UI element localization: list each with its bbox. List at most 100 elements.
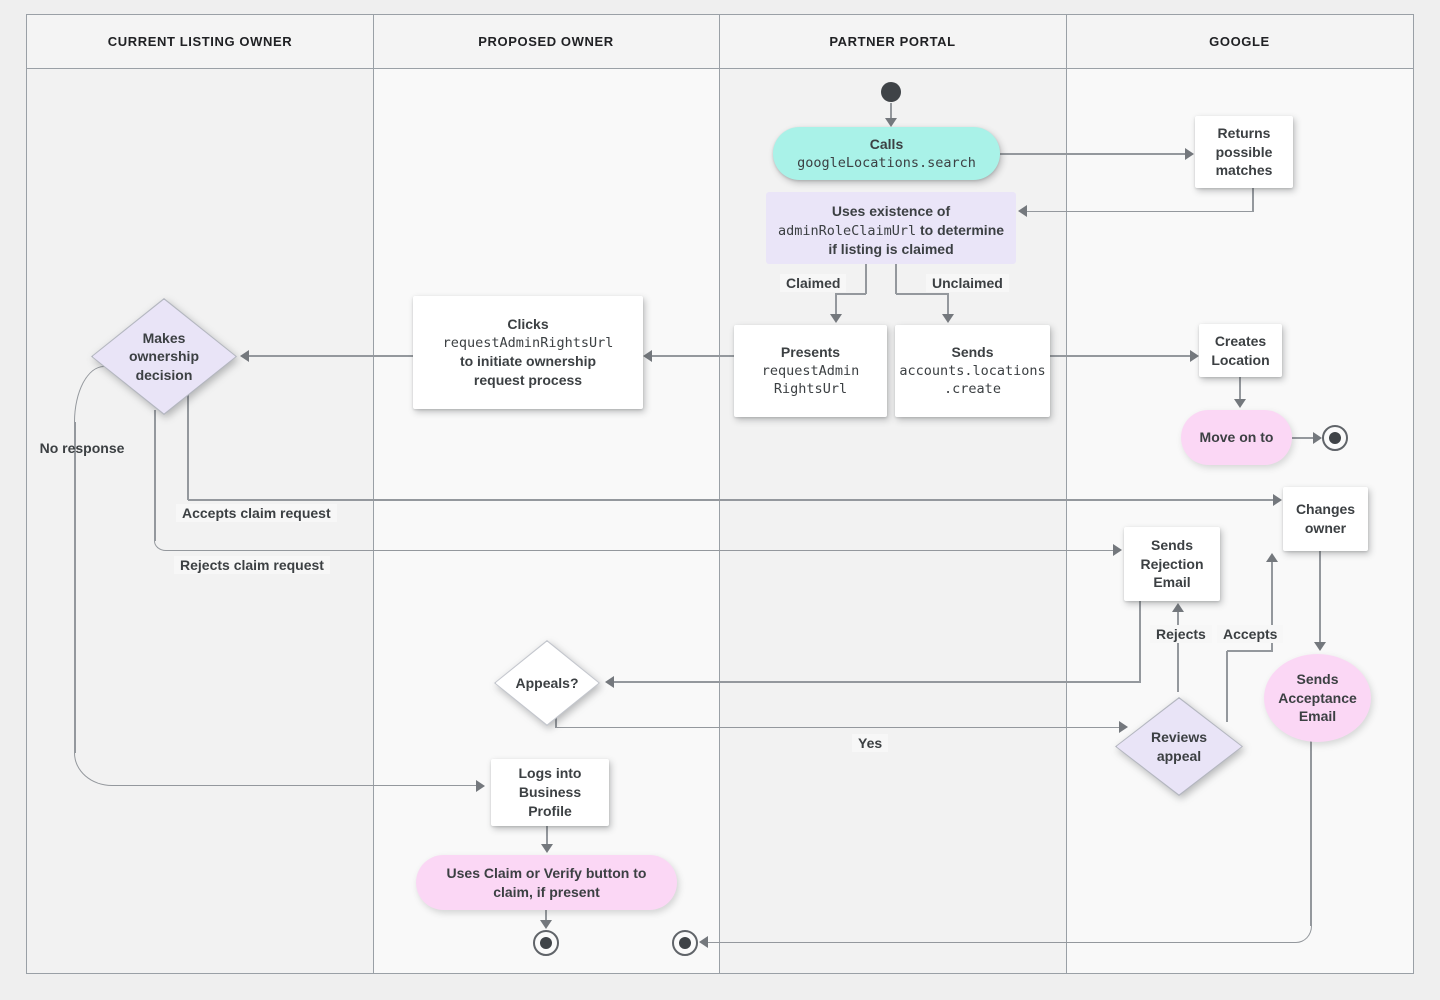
node-label: Uses Claim or Verify button to claim, if… [446,864,647,900]
lane-separator [719,15,720,973]
arrowhead [605,676,614,688]
edge-branch-right-v [895,264,897,294]
node-returns-possible-matches: Returns possible matches [1195,116,1293,188]
arrowhead [1119,721,1128,733]
edge-logs-to-claim [546,826,548,845]
code-requestadminrightsurl: requestAdmin [761,363,860,380]
code-accounts-locations-create: accounts.locations [899,363,1046,380]
node-label: Move on to [1199,429,1274,446]
label-no-response: No response [39,440,125,456]
lane-title: CURRENT LISTING OWNER [107,34,293,49]
lane-header-proposed-owner: PROPOSED OWNER [373,15,719,69]
end-node [1322,425,1348,451]
label-rejects-claim-request: Rejects claim request [174,556,330,574]
edge-returns-to-uses [1027,210,1254,213]
lane-title: PARTNER PORTAL [829,34,956,49]
code-requestadminrightsurl: RightsUrl [773,381,848,398]
edge-appeal-accepts-v2 [1271,561,1273,651]
start-node [881,82,901,102]
label-accepts-claim-request: Accepts claim request [176,504,337,522]
node-clicks-requestadminrightsurl: Clicks requestAdminRightsUrl to initiate… [413,296,643,409]
edge-appeal-accepts-v1 [1226,651,1228,722]
edge-branch-left-v [865,264,867,294]
node-logs-into-business-profile: Logs into Business Profile [491,759,609,826]
node-uses-claim-or-verify: Uses Claim or Verify button to claim, if… [416,855,677,910]
lane-title: PROPOSED OWNER [478,34,614,49]
edge-noresponse-v [74,422,76,753]
node-label: Reviews appeal [1150,729,1208,764]
edge-rejects-corner [154,540,171,551]
edge-acceptance-v [1310,741,1312,926]
lane-header-current-listing-owner: CURRENT LISTING OWNER [27,15,373,69]
node-creates-location: Creates Location [1199,324,1282,377]
node-makes-ownership-decision: Makes ownership decision [91,298,237,415]
lane-header-google: GOOGLE [1066,15,1413,69]
arrowhead [942,314,954,323]
node-changes-owner: Changes owner [1283,487,1368,551]
label-yes: Yes [852,734,889,752]
node-sends-accounts-locations-create: Sends accounts.locations .create [895,325,1050,417]
edge-create-to-location [1050,355,1191,357]
node-label: Changes owner [1295,501,1356,536]
arrowhead [240,350,249,362]
edge-rejects-v [154,410,156,541]
edge-owner-to-acceptance [1319,551,1321,642]
node-label: Returns possible matches [1215,124,1273,179]
edge-start-to-calls [890,103,892,119]
edge-location-to-moveon [1239,377,1241,400]
end-node [672,930,698,956]
edge-claim-to-end [545,910,547,922]
node-label: Sends Rejection Email [1140,536,1204,591]
edge-branch-right-h [896,293,948,295]
node-reviews-appeal: Reviews appeal [1115,697,1243,796]
node-text: Uses existence of [831,203,951,219]
edge-unclaimed-v [947,293,949,315]
lane-separator [373,15,374,973]
arrowhead [1190,350,1199,362]
edge-accepts-h [188,499,1274,501]
end-node-dot [679,937,691,949]
edge-appeal-accepts-h [1227,650,1273,652]
node-text: to initiate ownership request process [459,353,597,389]
node-calls-googlelocations-search: Calls googleLocations.search [773,127,1000,180]
arrowhead [1314,642,1326,651]
end-node-dot [540,937,552,949]
edge-presents-to-clicks [652,355,734,357]
arrowhead [1313,432,1322,444]
arrowhead [1018,205,1027,217]
arrowhead [1185,148,1194,160]
node-move-on-to: Move on to [1181,410,1292,465]
lane-title: GOOGLE [1209,34,1270,49]
arrowhead [1266,553,1278,562]
edge-rejects-h [168,549,1114,551]
node-title: Clicks [507,316,549,333]
arrowhead [699,936,708,948]
end-node-dot [1329,432,1341,444]
end-node [533,930,559,956]
code-adminroleclaimurl: adminRoleClaimUrl [777,222,917,239]
edge-returns-down [1252,188,1254,212]
arrowhead [885,118,897,127]
node-text: to determine if listing is claimed [828,221,1005,258]
edge-yes-h [556,726,1120,728]
arrowhead [541,844,553,853]
node-sends-acceptance-email: Sends Acceptance Email [1264,654,1371,742]
arrowhead [1234,399,1246,408]
arrowhead [1273,494,1282,506]
code-googlelocations-search: googleLocations.search [797,154,976,171]
arrowhead [476,780,485,792]
edge-moveon-to-end [1292,437,1314,439]
edge-clicks-to-decision [249,355,413,357]
edge-calls-to-returns [1000,153,1186,155]
node-label: Logs into Business Profile [518,765,582,819]
edge-appeal-rejects-v [1177,612,1179,692]
node-title: Sends [951,344,994,361]
node-label: Appeals? [515,674,579,691]
edge-accepts-v [187,393,189,500]
arrowhead [643,350,652,362]
code-accounts-locations-create: .create [944,381,1001,398]
node-appeals: Appeals? [494,640,600,726]
lane-header-partner-portal: PARTNER PORTAL [719,15,1066,69]
node-uses-existence-adminroleclaimurl: Uses existence of adminRoleClaimUrl to d… [766,192,1016,264]
node-title: Presents [780,344,841,361]
